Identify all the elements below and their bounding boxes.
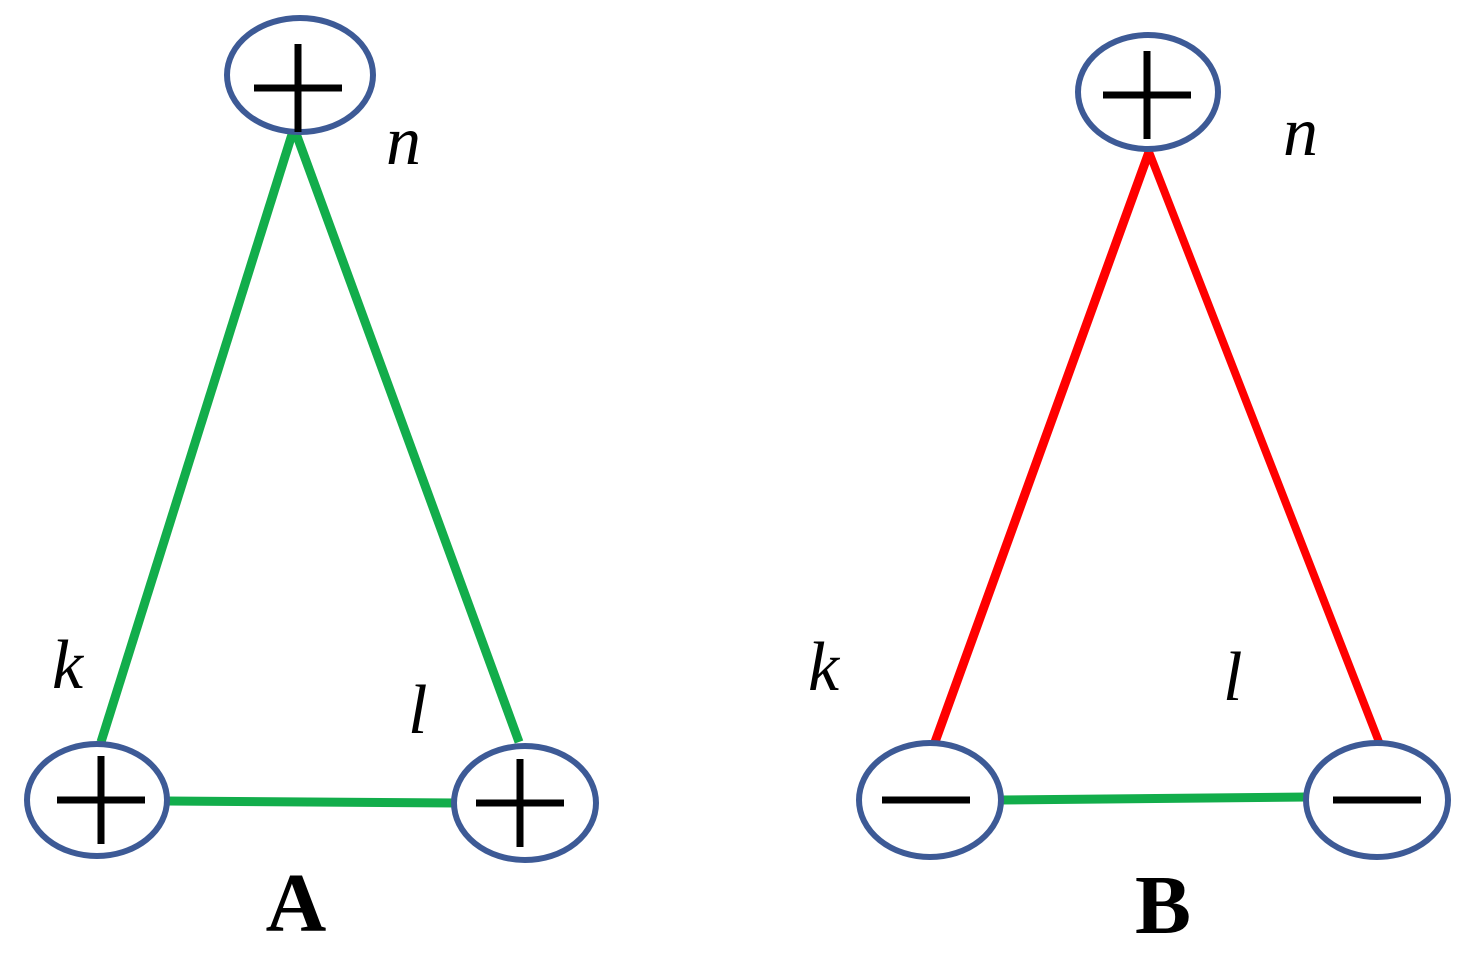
node-b-n <box>1075 32 1221 152</box>
label-k: k <box>52 627 85 704</box>
label-l: l <box>408 672 427 749</box>
edge-b-n-k <box>930 150 1154 744</box>
node-sign <box>57 756 145 844</box>
edge-a-n-k <box>96 126 299 744</box>
edge-a-n-l <box>289 126 524 744</box>
edge-b-k-l <box>999 792 1309 805</box>
label-l: l <box>1223 639 1242 716</box>
node-sign <box>476 759 564 847</box>
node-sign <box>254 44 342 132</box>
panel-a: n k l A <box>24 15 599 950</box>
panel-label: A <box>266 857 327 950</box>
edge-a-k-l <box>165 796 457 808</box>
node-b-k <box>856 740 1004 860</box>
node-a-n <box>224 15 376 135</box>
node-b-l <box>1303 740 1451 860</box>
node-a-k <box>24 741 170 859</box>
node-sign <box>1103 51 1191 139</box>
edge-b-n-l <box>1145 150 1383 744</box>
node-a-l <box>451 743 599 863</box>
label-n: n <box>386 103 421 180</box>
label-n: n <box>1283 94 1318 171</box>
panel-b: n k l B <box>808 32 1451 952</box>
panel-label: B <box>1135 859 1191 952</box>
label-k: k <box>808 629 841 706</box>
